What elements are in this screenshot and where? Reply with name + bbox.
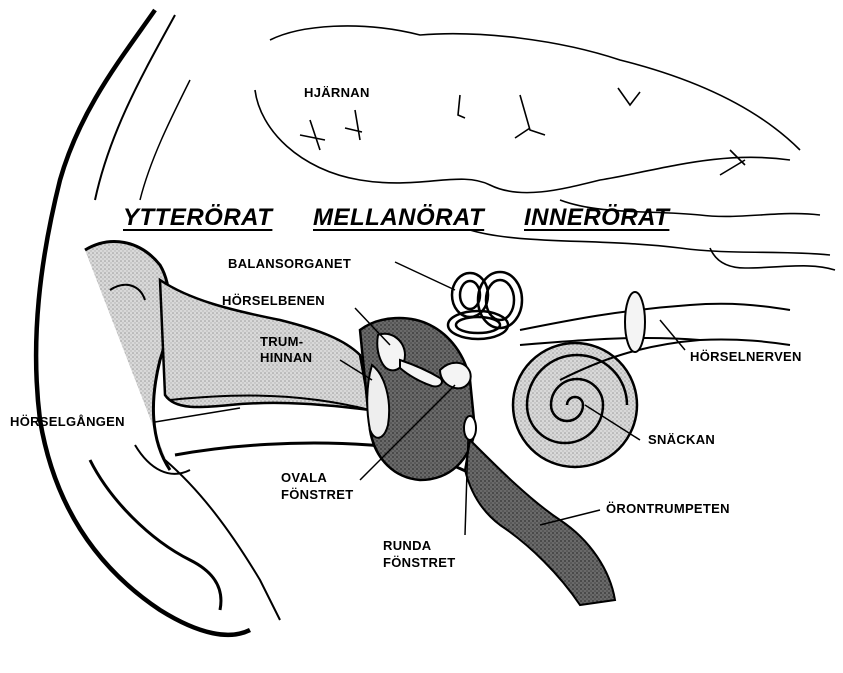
round-window-shape bbox=[464, 416, 476, 440]
label-oval-window-line2: FÖNSTRET bbox=[281, 487, 353, 502]
section-inner-ear: INNERÖRAT bbox=[524, 204, 669, 232]
section-middle-ear: MELLANÖRAT bbox=[313, 204, 484, 232]
cochlea-shape bbox=[513, 343, 637, 467]
label-eardrum-line1: TRUM- bbox=[260, 334, 303, 349]
section-outer-ear: YTTERÖRAT bbox=[123, 204, 272, 232]
label-eardrum-line2: HINNAN bbox=[260, 350, 312, 365]
label-eustachian-tube: ÖRONTRUMPETEN bbox=[606, 501, 730, 516]
label-round-window-line1: RUNDA bbox=[383, 538, 431, 553]
label-ossicles: HÖRSELBENEN bbox=[222, 293, 325, 308]
label-cochlea: SNÄCKAN bbox=[648, 432, 715, 447]
label-brain: HJÄRNAN bbox=[304, 85, 370, 100]
balance-organ-shape bbox=[448, 272, 522, 339]
label-auditory-nerve: HÖRSELNERVEN bbox=[690, 349, 802, 364]
label-round-window-line2: FÖNSTRET bbox=[383, 555, 455, 570]
label-oval-window-line1: OVALA bbox=[281, 470, 327, 485]
brain-shape bbox=[255, 26, 835, 270]
label-balance-organ: BALANSORGANET bbox=[228, 256, 351, 271]
label-ear-canal: HÖRSELGÅNGEN bbox=[10, 414, 125, 429]
